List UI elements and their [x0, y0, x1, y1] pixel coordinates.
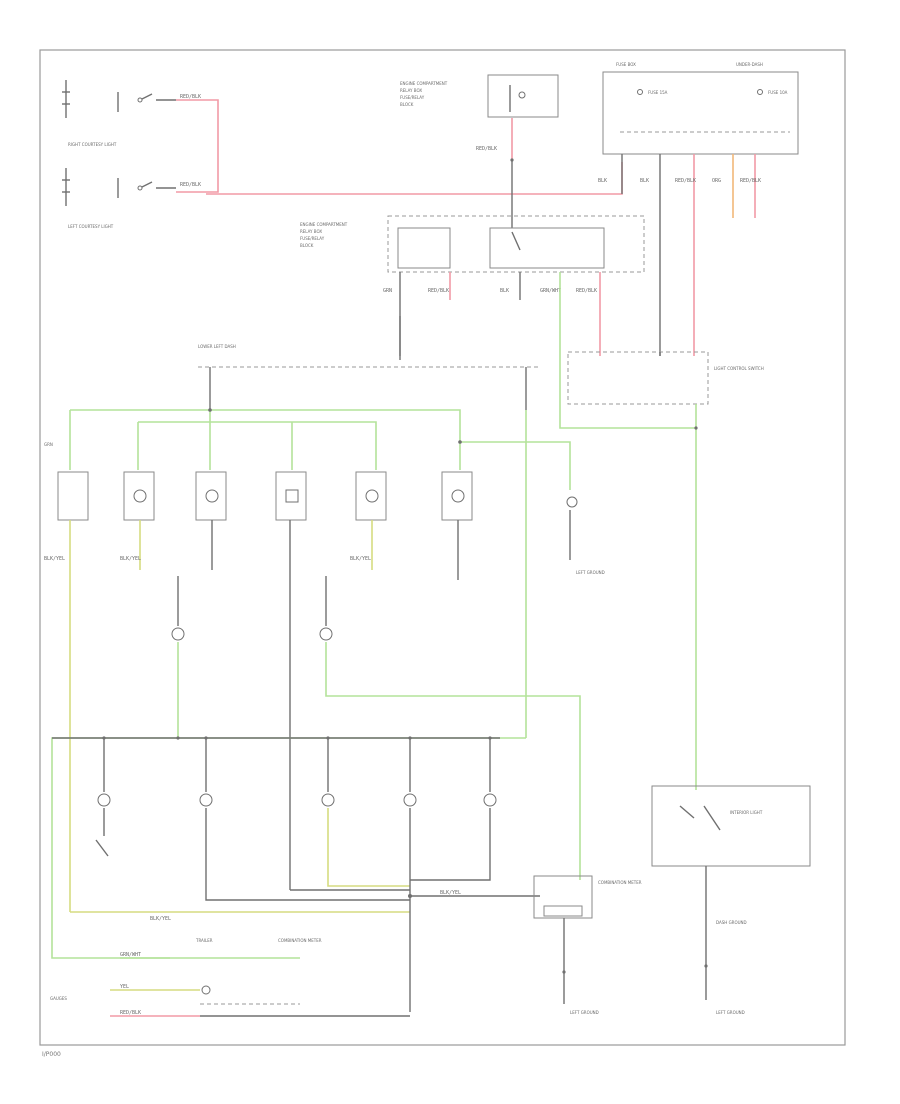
wire-code-label: RED/BLK — [476, 146, 497, 152]
wire-code-label: BLK/YEL — [44, 556, 65, 562]
diagram-corner-code: I/P000 — [42, 1051, 61, 1058]
trailer-label: TRAILER — [195, 938, 213, 943]
gauge-green-bus — [70, 409, 461, 470]
wire-code-label: YEL — [120, 984, 129, 990]
lower-bulbs-row — [97, 738, 497, 807]
wire-code-label: BLK/YEL — [120, 556, 141, 562]
left-courtesy-switch: RED/BLK — [62, 168, 201, 206]
meter-bulb — [319, 627, 333, 641]
wire-code-label: RED/BLK — [120, 1010, 141, 1016]
wire-code-label: BLK/YEL — [350, 556, 371, 562]
wire-code-label: RED/BLK — [428, 288, 449, 294]
svg-text:FUSE 10A: FUSE 10A — [768, 90, 788, 95]
interior-light-label: INTERIOR LIGHT — [730, 810, 763, 815]
wire-code-label: BLK — [640, 178, 649, 184]
svg-text:FUSE/RELAY: FUSE/RELAY — [400, 95, 425, 100]
meter-green-branch — [460, 441, 571, 490]
wire-code-label: ORG — [712, 178, 721, 184]
wire-code-label: RED/BLK — [180, 94, 201, 100]
wire-code-label: BLK/YEL — [440, 890, 461, 896]
svg-text:ENGINE COMPARTMENT: ENGINE COMPARTMENT — [400, 81, 448, 86]
interior-light-block — [651, 785, 811, 867]
svg-text:RELAY BOX: RELAY BOX — [400, 88, 422, 93]
svg-text:FUSE 15A: FUSE 15A — [648, 90, 668, 95]
wire-code-label: BLK — [500, 288, 509, 294]
light-control-block — [567, 351, 709, 405]
wire-code-label: BLK/YEL — [150, 916, 171, 922]
right-courtesy-label: RIGHT COURTESY LIGHT — [68, 142, 117, 147]
svg-text:FUSE/RELAY: FUSE/RELAY — [300, 236, 325, 241]
fuse-box — [602, 71, 799, 155]
wire-code-label: GRN/WHT — [540, 288, 561, 294]
wire-code-label: RED/BLK — [576, 288, 597, 294]
lower-left-dash-label: LOWER LEFT DASH — [198, 344, 236, 349]
right-green-run — [559, 272, 696, 429]
svg-text:BLOCK: BLOCK — [300, 243, 314, 248]
courtesy-feed-wire — [206, 162, 623, 195]
combination-meter-connector — [533, 875, 593, 919]
wire-code-label: BLK — [598, 178, 607, 184]
gauges-label: GAUGES — [50, 996, 67, 1001]
relay-block — [387, 215, 645, 273]
wire-code-label: GRN/WHT — [120, 952, 141, 958]
courtesy-red-wire — [176, 99, 219, 193]
right-courtesy-switch: RED/BLK — [62, 80, 201, 118]
lower-left-switch — [95, 839, 109, 857]
combination-meter-label: COMBINATION METER — [598, 880, 642, 885]
wire-code-label: RED/BLK — [740, 178, 761, 184]
svg-text:RELAY BOX: RELAY BOX — [300, 229, 322, 234]
gauge-green-bus-2 — [138, 421, 377, 470]
svg-text:FUSE BOX: FUSE BOX — [616, 62, 636, 67]
diagram-frame — [39, 49, 846, 1046]
light-control-label: LIGHT CONTROL SWITCH — [714, 366, 764, 371]
meter-green-loop — [325, 642, 581, 880]
svg-text:BLOCK: BLOCK — [400, 102, 414, 107]
wire-code-label: RED/BLK — [675, 178, 696, 184]
wire-code-label: RED/BLK — [180, 182, 201, 188]
gauge-bulbs-row — [57, 471, 578, 521]
left-ground-label-2: LEFT GROUND — [570, 1010, 599, 1015]
svg-text:ENGINE COMPARTMENT: ENGINE COMPARTMENT — [300, 222, 348, 227]
dimmer-bulb — [171, 627, 185, 641]
wire-code-label: GRN — [383, 288, 392, 294]
top-relay-box — [487, 74, 559, 118]
svg-text:UNDER-DASH: UNDER-DASH — [736, 62, 763, 67]
left-ground-label: LEFT GROUND — [576, 570, 605, 575]
wire-code-label: GRN — [44, 442, 53, 447]
dash-ground-label: DASH GROUND — [716, 920, 747, 925]
combination-meter-label-2: COMBINATION METER — [278, 938, 322, 943]
lower-green-bus — [51, 737, 526, 959]
left-courtesy-label: LEFT COURTESY LIGHT — [68, 224, 114, 229]
left-ground-label-3: LEFT GROUND — [716, 1010, 745, 1015]
